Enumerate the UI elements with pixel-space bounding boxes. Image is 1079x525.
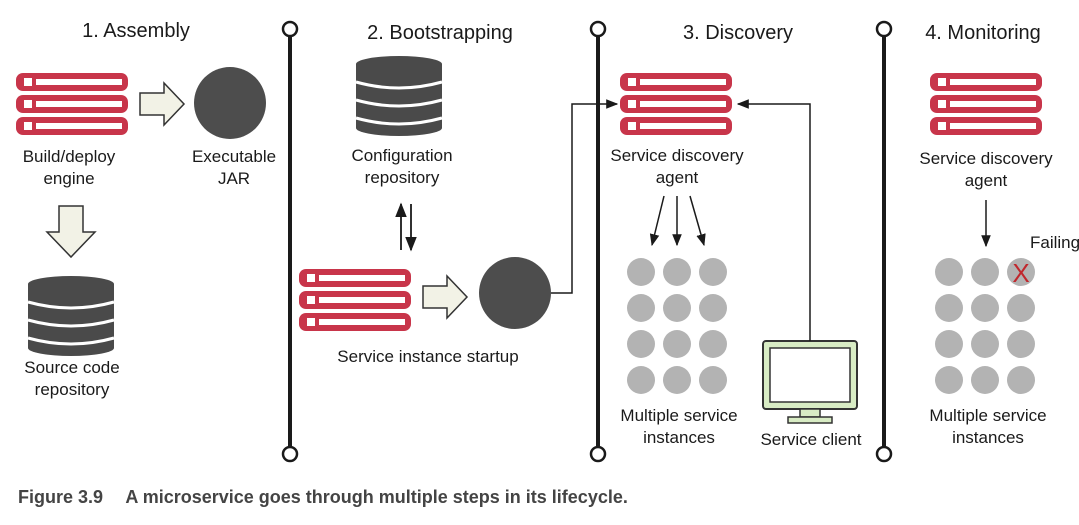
stage-title-discovery: 3. Discovery: [683, 22, 793, 44]
fail-x-icon: X: [1012, 258, 1029, 288]
service-instance-dot: [699, 258, 727, 286]
service-instance-dot: [699, 330, 727, 358]
monitoring-agent-label-1: Service discovery: [919, 149, 1053, 168]
service-instance-server-icon: [299, 269, 411, 331]
register-arrow: [551, 99, 619, 294]
discovery-instances-label-2: instances: [643, 428, 715, 447]
discovery-instances-grid: [627, 258, 727, 394]
build-engine-label-2: engine: [43, 169, 94, 188]
service-client-label: Service client: [760, 430, 861, 449]
config-repo-label-1: Configuration: [351, 146, 452, 165]
service-instance-icon: [479, 257, 551, 329]
service-instance-dot: [627, 294, 655, 322]
monitoring-agent-label-2: agent: [965, 171, 1008, 190]
service-instance-dot: [627, 366, 655, 394]
monitoring-instances-label-1: Multiple service: [929, 406, 1046, 425]
stage-title-bootstrapping: 2. Bootstrapping: [367, 22, 513, 44]
service-instance-dot: [1007, 366, 1035, 394]
service-instance-dot: [1007, 294, 1035, 322]
executable-jar-icon: [194, 67, 266, 139]
build-engine-server-icon: [16, 73, 128, 135]
config-repo-database-icon: [354, 54, 444, 138]
service-instance-dot: [627, 330, 655, 358]
discovery-arrow-1: [649, 195, 665, 247]
figure-label: Figure 3.9: [18, 487, 103, 507]
discovery-instances-label-1: Multiple service: [620, 406, 737, 425]
source-repo-label-1: Source code: [24, 358, 119, 377]
stage-divider-1: [281, 20, 299, 463]
arrow-down-icon: [45, 205, 97, 259]
figure-caption-text: A microservice goes through multiple ste…: [125, 487, 627, 507]
service-instance-dot: [971, 366, 999, 394]
service-instance-dot: [935, 330, 963, 358]
source-repo-label-2: repository: [35, 380, 110, 399]
service-instance-dot: [663, 294, 691, 322]
config-repo-label-2: repository: [365, 168, 440, 187]
discovery-agent-server-icon: [620, 73, 732, 135]
discovery-agent-label-1: Service discovery: [610, 146, 744, 165]
stage-divider-3: [875, 20, 893, 463]
jar-label-1: Executable: [192, 147, 276, 166]
service-instance-dot: [663, 330, 691, 358]
service-client-monitor-icon: [762, 340, 858, 424]
failing-label: Failing: [1030, 233, 1079, 252]
stage-title-monitoring: 4. Monitoring: [925, 22, 1041, 44]
service-instance-dot: [971, 330, 999, 358]
service-instance-dot: [699, 366, 727, 394]
service-instance-dot: [1007, 330, 1035, 358]
service-instance-dot: [935, 294, 963, 322]
service-instance-dot: [627, 258, 655, 286]
service-instance-dot: [663, 366, 691, 394]
jar-label-2: JAR: [218, 169, 250, 188]
service-instance-dot: [971, 258, 999, 286]
discovery-arrow-3: [689, 195, 706, 247]
service-instance-dot: [971, 294, 999, 322]
service-instance-dot: [935, 258, 963, 286]
service-instance-dot: [663, 258, 691, 286]
build-engine-label-1: Build/deploy: [23, 147, 116, 166]
arrow-right-icon: [139, 82, 185, 126]
client-lookup-arrow: [736, 99, 811, 341]
discovery-agent-label-2: agent: [656, 168, 699, 187]
service-instance-dot: [699, 294, 727, 322]
stage-title-assembly: 1. Assembly: [82, 20, 190, 42]
stage-divider-2: [589, 20, 607, 463]
monitoring-agent-server-icon: [930, 73, 1042, 135]
source-repo-database-icon: [26, 274, 116, 358]
monitoring-instances-label-2: instances: [952, 428, 1024, 447]
startup-label: Service instance startup: [337, 347, 518, 366]
arrow-right-icon: [422, 275, 468, 319]
figure-caption: Figure 3.9 A microservice goes through m…: [18, 487, 628, 507]
service-instance-dot: [935, 366, 963, 394]
